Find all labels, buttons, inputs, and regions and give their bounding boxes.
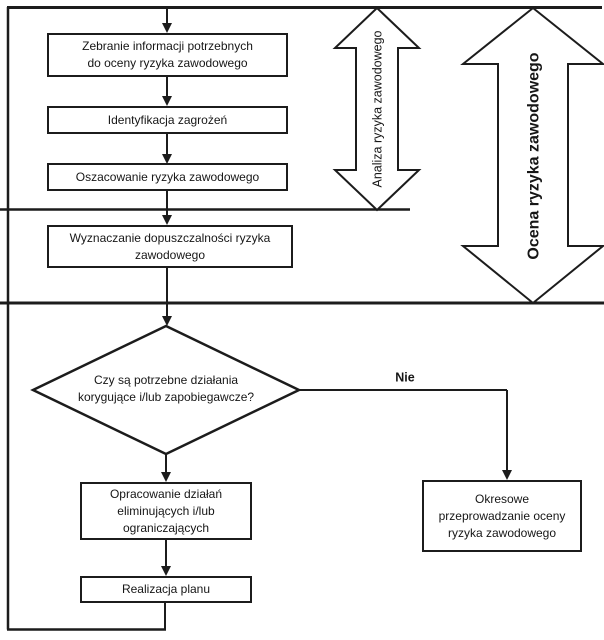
step-collect-info-label: do oceny ryzyka zawodowego [87,56,248,70]
step-develop-actions-box: Opracowanie działań eliminujących i/lub … [80,482,252,540]
step-collect-info-label: Zebranie informacji potrzebnych [82,39,253,53]
step-develop-actions-label: Opracowanie działań [109,486,223,501]
step-periodic-assessment-label: Okresowe [474,491,530,506]
decision-diamond [30,324,302,456]
flow-connectors [165,8,508,567]
step-determine-acceptability-label: zawodowego [134,247,206,262]
step-execute-plan-label: Realizacja planu [121,582,211,596]
step-execute-plan-box: Realizacja planu [80,576,252,603]
step-periodic-assessment-box: Okresowe przeprowadzanie oceny ryzyka za… [422,480,582,552]
analysis-phase-label: Analiza ryzyka zawodowego [370,30,385,188]
assessment-double-arrow [460,6,604,305]
step-periodic-assessment-label: ryzyka zawodowego [447,525,557,540]
step-develop-actions-label: ograniczających [122,520,210,535]
step-estimate-risk-box: Oszacowanie ryzyka zawodowego [47,163,288,191]
feedback-loop-line [6,6,602,631]
analysis-double-arrow [332,6,422,212]
assessment-phase-label: Ocena ryzyka zawodowego [525,52,543,260]
decision-question-label: Czy są potrzebne działania korygujące i/… [76,372,256,406]
arrowheads [161,23,512,576]
step-determine-acceptability-label: Wyznaczanie dopuszczalności ryzyka [69,230,271,245]
decision-question-line: Czy są potrzebne [93,373,188,387]
step-develop-actions-label: eliminujących i/lub [117,503,215,518]
step-estimate-risk-label: Oszacowanie ryzyka zawodowego [75,169,260,184]
step-determine-acceptability-box: Wyznaczanie dopuszczalności ryzyka zawod… [47,225,293,268]
step-identify-hazards-box: Identyfikacja zagrożeń [47,106,288,134]
decision-question-line: działania korygujące [77,373,239,404]
step-collect-info-box: Zebranie informacji potrzebnych do oceny… [47,33,288,77]
no-branch-label: Nie [395,370,415,385]
decision-question-line: i/lub zapobiegawcze? [139,390,255,404]
step-periodic-assessment-label: przeprowadzanie oceny [438,508,566,523]
step-identify-hazards-label: Identyfikacja zagrożeń [107,112,228,127]
